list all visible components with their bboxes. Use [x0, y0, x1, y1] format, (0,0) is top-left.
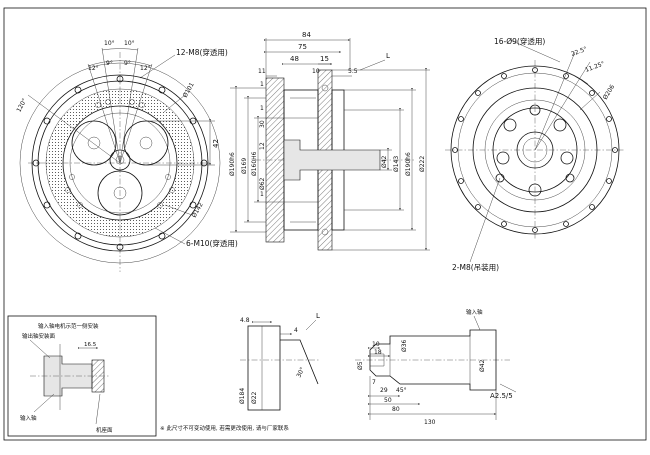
angle-label: 12° [140, 65, 151, 72]
inset-label-input: 输入轴 [20, 414, 37, 422]
angle-label: 10° [104, 40, 115, 47]
front-outer-circle [31, 74, 209, 252]
sheet-border [3, 7, 647, 441]
section-dia: Ø160H6 [251, 151, 258, 176]
shaft-dim: 130 [424, 419, 436, 426]
section-dia: Ø190h6 [405, 152, 412, 176]
front-view: 10° 10° 12° 9° 9° 12° 120° 12-M8(穿透用) 6-… [15, 40, 238, 272]
mid-note: ※ 此尺寸不可变动使用, 若需更改使用, 请与厂家联系 [160, 424, 289, 432]
section-side-dim: 12 [259, 142, 266, 150]
mid-dim: Ø184 [239, 388, 246, 404]
front-arc-guide [19, 62, 221, 264]
planet-gear-left [71, 120, 117, 166]
front-dim-42: 42 [212, 139, 220, 148]
inset-title: 输入轴电机示范一侧安装 [38, 322, 99, 330]
section-side-dim: 30 [259, 120, 266, 128]
mid-dim: 30° [295, 366, 306, 379]
inset-dim: 16.5 [84, 342, 97, 348]
section-dim: 15 [320, 55, 329, 63]
inset-box: 输入轴电机示范一侧安装 16.5 输出轴安装面 输入轴 机座面 [7, 315, 157, 437]
inset-border [7, 315, 157, 437]
inset-label-base: 机座面 [96, 426, 113, 434]
shaft-dim: 45° [396, 387, 407, 394]
section-dim: 5.5 [348, 68, 358, 75]
section-dim: 75 [298, 43, 307, 51]
section-side-dim: 1 [260, 81, 264, 88]
right-angle-b: 11.25° [584, 60, 605, 73]
angle-label: 9° [106, 60, 113, 67]
shaft-dim: 29 [380, 387, 388, 394]
angle-label: 9° [124, 60, 131, 67]
shaft-dim: 50 [384, 397, 392, 404]
callout-m8: 12-M8(穿透用) [176, 47, 228, 57]
shaft-view: 输入轴 10 18 Ø36 Ø42 Ø5 7 29 45° 50 80 130 … [355, 308, 517, 426]
right-angle-a: 22.5° [570, 46, 588, 58]
section-dia: Ø143 [393, 156, 400, 172]
mid-dim: Ø22 [251, 391, 258, 404]
right-callout-top: 16-Ø9(穿透用) [494, 36, 545, 46]
planet-gear-bottom [97, 170, 143, 216]
right-center-bore [516, 131, 554, 169]
right-outer-circle [450, 65, 620, 235]
section-side-dim: 1 [260, 105, 264, 112]
shaft-dim: 18 [374, 349, 382, 356]
shaft-dim: Ø5 [357, 361, 364, 370]
section-dim: 10 [312, 68, 320, 75]
callout-m10: 6-M10(穿透用) [186, 238, 238, 248]
section-dia: Ø190h6 [229, 152, 236, 176]
section-view: 84 75 48 15 11 10 5.5 L 1 1 30 12 1 Ø190… [229, 31, 430, 251]
shaft-dim: Ø36 [401, 339, 408, 352]
front-dia-b: Ø142 [191, 201, 205, 219]
sun-gear [109, 149, 131, 171]
planet-gear-right [123, 120, 169, 166]
shaft-dim: 80 [392, 406, 400, 413]
right-callout-bottom: 2-M8(吊装用) [452, 262, 499, 272]
section-dim: 84 [302, 31, 311, 39]
section-dia: Ø62 [259, 177, 266, 190]
shaft-dim: Ø42 [479, 359, 486, 372]
mid-bottom-detail: 4.8 4 30° Ø184 Ø22 L ※ 此尺寸不可变动使用, 若需更改使用… [160, 312, 320, 432]
mid-datum: L [316, 312, 320, 320]
section-dia: Ø42 [381, 155, 388, 168]
angle-label: 10° [124, 40, 135, 47]
section-datum: L [386, 52, 390, 60]
shaft-dim: A2.5/5 [490, 392, 513, 400]
section-dia: Ø222 [419, 156, 426, 172]
section-left-flange [265, 77, 285, 243]
section-dim: 11 [258, 68, 266, 75]
shaft-dim: 7 [372, 379, 376, 386]
shaft-dim: 10 [372, 341, 380, 348]
section-dia: Ø169 [241, 158, 248, 174]
mid-dim: 4 [294, 327, 298, 334]
arc-angle-label: 120° [15, 97, 28, 113]
inset-label-flange: 输出轴安装面 [22, 332, 56, 340]
mid-dim: 4.8 [240, 317, 250, 324]
mid-detail-body [247, 325, 281, 411]
right-dia: Ø206 [602, 83, 617, 101]
front-dia-a: Ø101 [182, 81, 196, 99]
section-dim: 48 [290, 55, 299, 63]
right-view: 16-Ø9(穿透用) 22.5° 11.25° Ø206 2-M8(吊装用) [445, 36, 625, 272]
shaft-input-label: 输入轴 [466, 308, 483, 316]
angle-label: 12° [88, 65, 99, 72]
section-side-dim: 1 [260, 191, 264, 198]
